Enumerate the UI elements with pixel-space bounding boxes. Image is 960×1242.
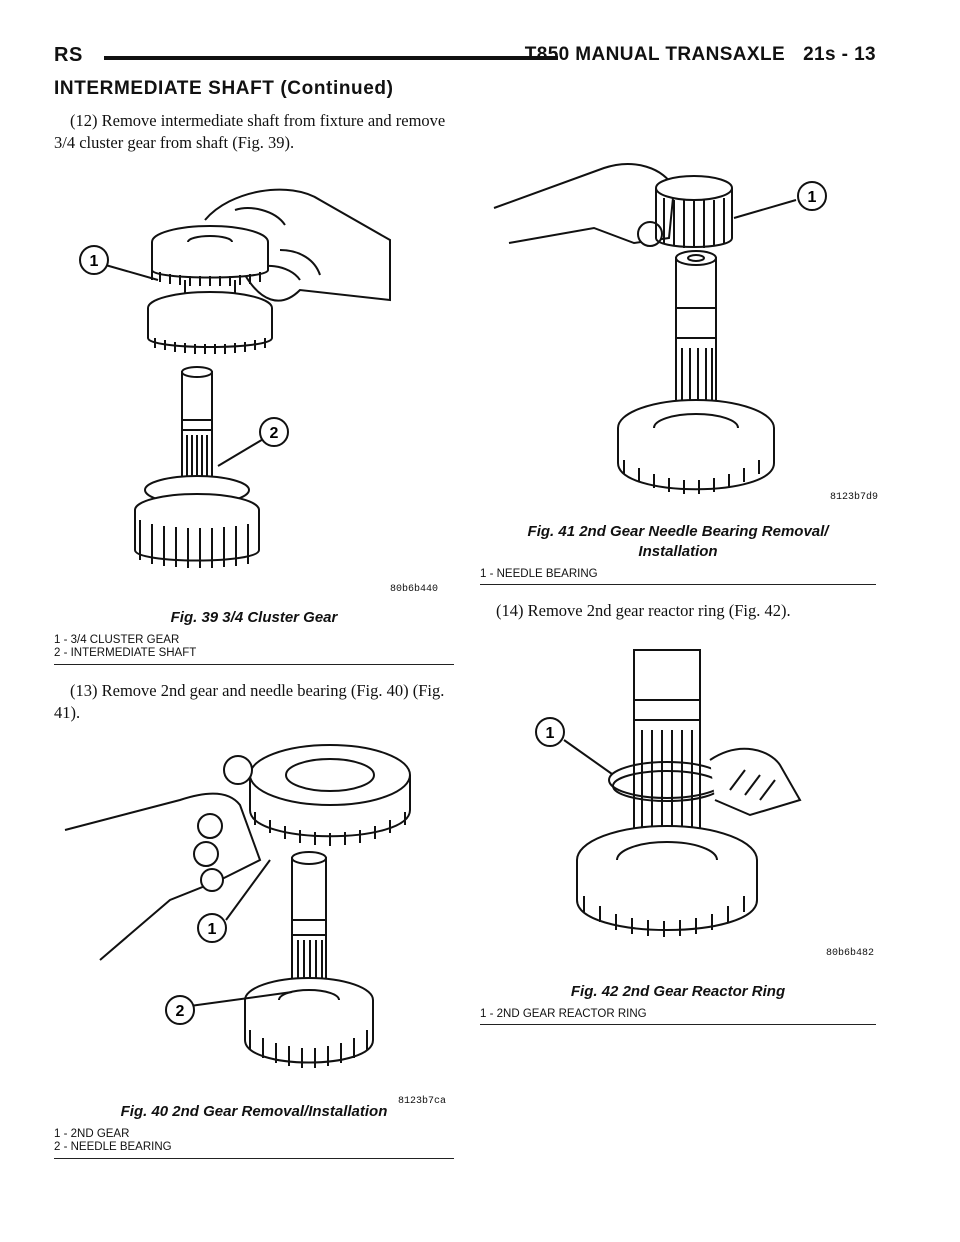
figure-39-legend-item: 2 - INTERMEDIATE SHAFT: [54, 647, 197, 659]
figure-40-callout-2: 2: [176, 1003, 185, 1020]
header-model: RS: [54, 44, 83, 66]
header-page-number: 21s - 13: [803, 44, 876, 65]
figure-41-caption-line-2: Installation: [638, 543, 718, 560]
section-title: INTERMEDIATE SHAFT (Continued): [54, 78, 394, 99]
figure-41-illustration: 1: [484, 138, 876, 508]
header-title: T850 MANUAL TRANSAXLE: [524, 44, 786, 65]
figure-42-rule: [480, 1024, 876, 1025]
figure-40-legend-item: 1 - 2ND GEAR: [54, 1128, 130, 1140]
page-header: RS T850 MANUAL TRANSAXLE 21s - 13: [54, 44, 876, 74]
figure-41-code: 8123b7d9: [830, 492, 879, 503]
figure-41-callout-1: 1: [808, 189, 817, 206]
figure-42-callout-1: 1: [546, 725, 555, 742]
figure-42-caption: Fig. 42 2nd Gear Reactor Ring: [570, 983, 786, 1000]
figure-41-drawing: 1: [493, 163, 827, 494]
figure-41-caption-line-1: Fig. 41 2nd Gear Needle Bearing Removal/: [527, 523, 829, 540]
header-right: T850 MANUAL TRANSAXLE 21s - 13: [525, 44, 876, 66]
figure-39-caption: Fig. 39 3/4 Cluster Gear: [170, 609, 338, 626]
figure-40-drawing: 1 2: [64, 744, 411, 1068]
figure-39-callout-2: 2: [270, 425, 279, 442]
figure-41-legend-item: 1 - NEEDLE BEARING: [480, 568, 598, 580]
figure-42-illustration: 1: [500, 640, 876, 970]
figure-41-caption: Fig. 41 2nd Gear Needle Bearing Removal/…: [480, 522, 876, 562]
figure-42-code: 80b6b482: [826, 948, 875, 959]
figure-40-illustration: 1 2: [60, 730, 455, 1100]
figure-41-rule: [480, 584, 876, 585]
figure-39-rule: [54, 664, 454, 665]
step-12-text: (12) Remove intermediate shaft from fixt…: [54, 111, 446, 152]
header-rule: [104, 56, 558, 60]
figure-39-legend-item: 1 - 3/4 CLUSTER GEAR: [54, 634, 180, 646]
step-13-text: (13) Remove 2nd gear and needle bearing …: [54, 681, 445, 722]
figure-40-legend: 1 - 2ND GEAR 2 - NEEDLE BEARING: [54, 1128, 172, 1154]
figure-39-code: 80b6b440: [390, 584, 439, 595]
figure-42-drawing: 1: [535, 649, 802, 937]
figure-39-illustration: 1 2: [60, 180, 450, 600]
figure-40-callout-1: 1: [208, 921, 217, 938]
figure-39-callout-1: 1: [90, 253, 99, 270]
figure-40-code: 8123b7ca: [398, 1096, 447, 1107]
step-14-text: (14) Remove 2nd gear reactor ring (Fig. …: [496, 601, 791, 620]
figure-41-legend: 1 - NEEDLE BEARING: [480, 568, 598, 581]
figure-39-drawing: 1 2: [79, 188, 391, 568]
figure-40-rule: [54, 1158, 454, 1159]
figure-40-caption: Fig. 40 2nd Gear Removal/Installation: [120, 1103, 388, 1120]
figure-39-legend: 1 - 3/4 CLUSTER GEAR 2 - INTERMEDIATE SH…: [54, 634, 196, 660]
figure-42-legend-item: 1 - 2ND GEAR REACTOR RING: [480, 1008, 647, 1020]
figure-40-legend-item: 2 - NEEDLE BEARING: [54, 1141, 172, 1153]
figure-42-legend: 1 - 2ND GEAR REACTOR RING: [480, 1008, 647, 1021]
